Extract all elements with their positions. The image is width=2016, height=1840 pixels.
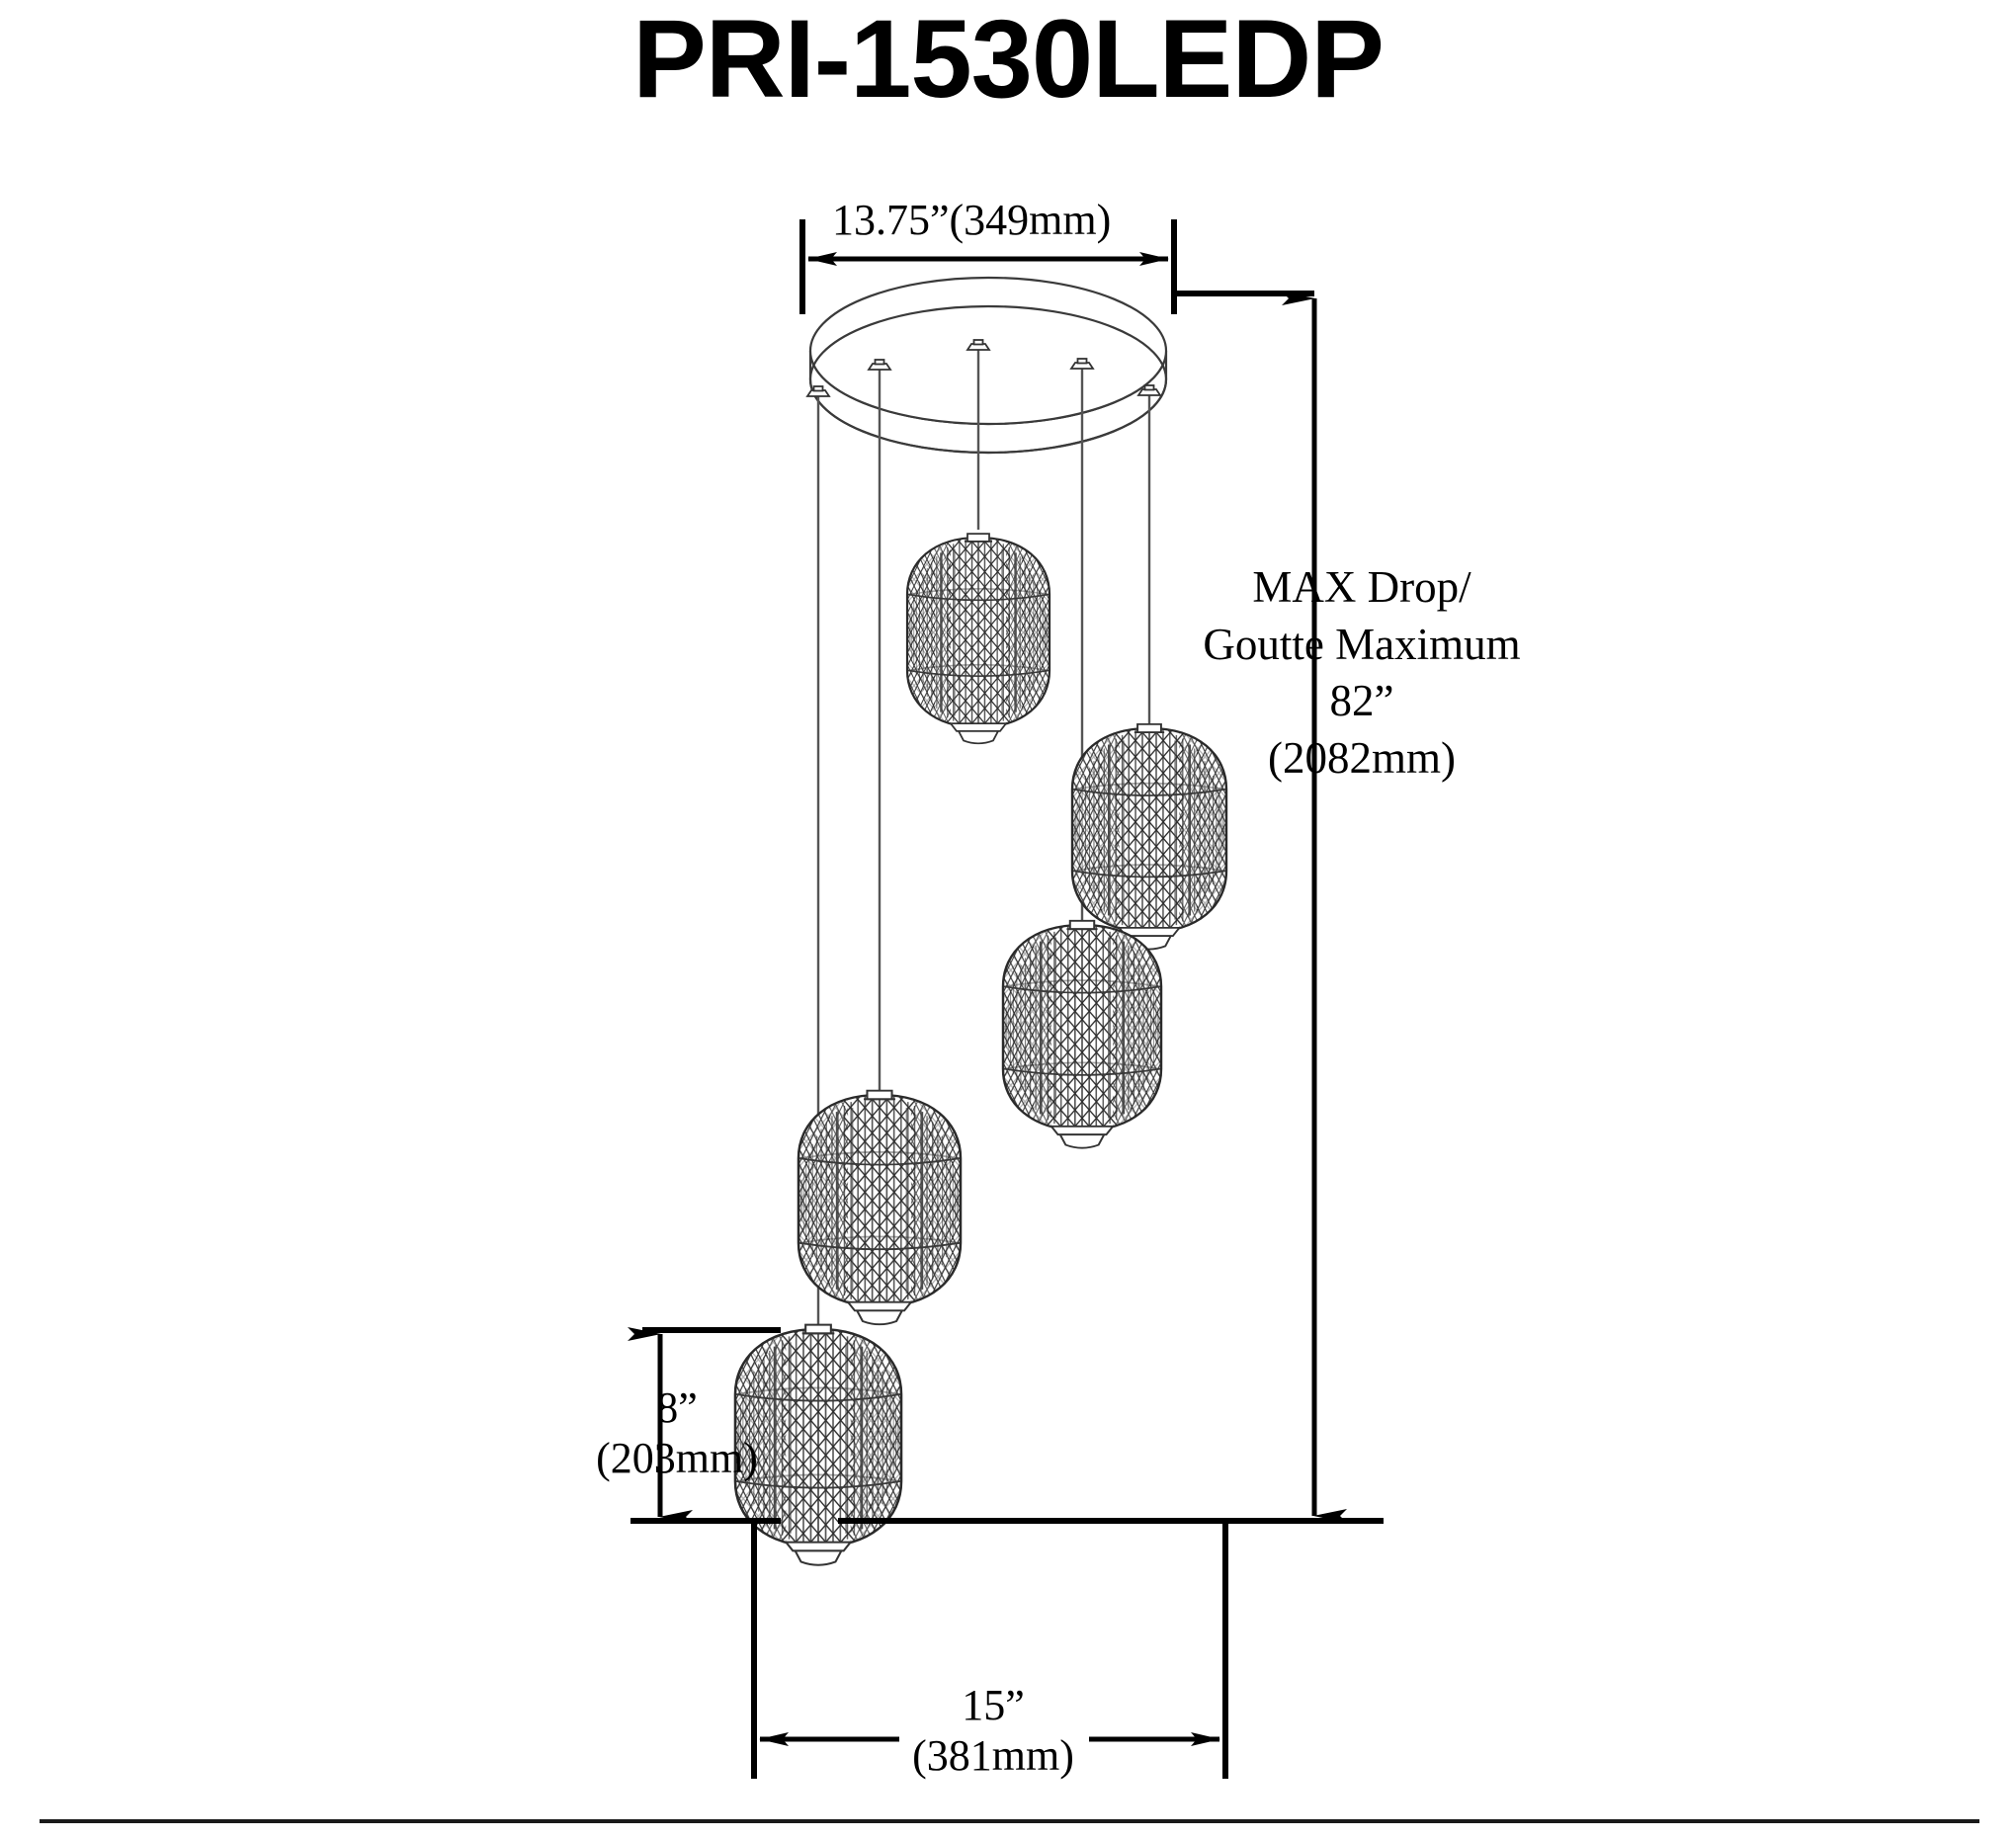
dimension-max-drop — [838, 292, 1384, 1524]
dimension-label-shade-height: 8” (203mm) — [553, 1382, 800, 1484]
cord-mount-knobs — [805, 339, 1162, 397]
pendant-shades — [733, 533, 1228, 1566]
max-drop-line-1: MAX Drop/ — [1252, 562, 1471, 612]
shade-height-mm: (203mm) — [596, 1434, 758, 1483]
footer-divider — [40, 1819, 1979, 1823]
pendant-shade-4 — [797, 1089, 963, 1326]
pendant-shade-1 — [905, 533, 1051, 745]
dimension-label-max-drop: MAX Drop/ Goutte Maximum 82” (2082mm) — [1174, 559, 1550, 787]
overall-width-inches: 15” — [962, 1681, 1025, 1729]
page-title: PRI-1530LEDP — [632, 0, 1385, 121]
canopy-plate — [808, 276, 1168, 455]
pendant-shade-3 — [1001, 919, 1163, 1149]
max-drop-line-2: Goutte Maximum — [1203, 619, 1521, 669]
dimension-label-overall-width: 15” (381mm) — [870, 1680, 1117, 1782]
max-drop-line-4: (2082mm) — [1268, 732, 1456, 783]
shade-height-inches: 8” — [656, 1383, 698, 1432]
overall-width-mm: (381mm) — [912, 1731, 1074, 1781]
max-drop-line-3: 82” — [1329, 676, 1394, 726]
dimension-overall-width — [751, 1521, 1228, 1779]
pendant-shade-2 — [1070, 722, 1228, 951]
pendant-shade-5 — [733, 1323, 903, 1566]
dimension-label-top-width: 13.75”(349mm) — [832, 196, 1112, 244]
